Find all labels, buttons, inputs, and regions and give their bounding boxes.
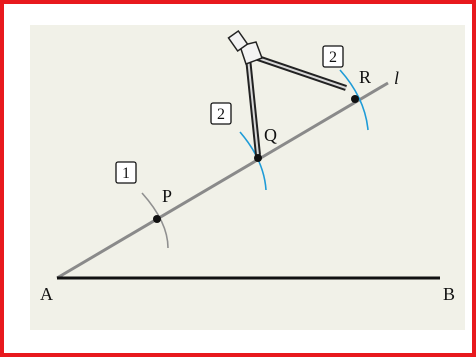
step-box-1: 1 (115, 161, 137, 184)
step-box-2-q: 2 (210, 102, 232, 125)
label-line-l: l (394, 68, 399, 88)
compass (227, 29, 347, 156)
label-r: R (359, 67, 371, 87)
arc-r (339, 69, 369, 131)
point-p (153, 215, 161, 223)
arc-p (141, 192, 169, 249)
compass-handle (227, 29, 249, 53)
step-number-2-q: 2 (217, 106, 225, 123)
point-r (351, 95, 359, 103)
step-number-2-r: 2 (329, 49, 337, 66)
step-number-1: 1 (122, 165, 130, 182)
compass-pencil-leg-inner (251, 55, 347, 89)
step-box-2-r: 2 (322, 45, 344, 68)
ray-l (56, 81, 389, 280)
compass-needle-leg-inner (247, 57, 259, 156)
label-q: Q (264, 125, 277, 145)
label-b: B (443, 284, 455, 304)
point-q (254, 154, 262, 162)
label-a: A (40, 284, 53, 304)
label-p: P (162, 186, 172, 206)
compass-hinge (239, 41, 263, 65)
